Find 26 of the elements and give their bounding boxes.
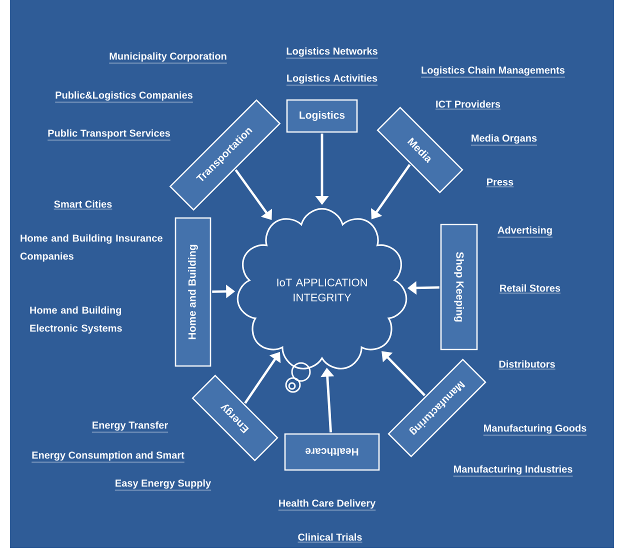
underlined-label: Energy Consumption and Smart <box>31 451 185 462</box>
category-box: Shop Keeping <box>440 224 478 350</box>
arrow <box>234 169 272 220</box>
underlined-label: Easy Energy Supply <box>114 479 212 490</box>
category-box: Healthcare <box>284 433 380 471</box>
underlined-label: Press <box>486 178 514 188</box>
underlined-label: Distributors <box>498 360 556 370</box>
category-box: Home and Building <box>174 217 212 367</box>
underlined-label: Logistics Activities <box>286 74 378 86</box>
underlined-label: Home and Building Insurance Companies <box>20 234 162 262</box>
underlined-label: Health Care Delivery <box>278 499 376 510</box>
underlined-label: Public Transport Services <box>47 129 171 140</box>
underlined-label: Media Organs <box>470 134 538 146</box>
underlined-label: Smart Cities <box>54 200 112 210</box>
underlined-label: Clinical Trials <box>298 533 362 542</box>
underlined-label: ICT Providers <box>435 100 501 110</box>
underlined-label: Home and Building Electronic Systems <box>30 306 122 334</box>
underlined-label: Advertising <box>497 226 553 238</box>
underlined-label: Logistics Chain Managements <box>420 66 566 78</box>
underlined-label: Manufacturing Industries <box>453 465 573 476</box>
underlined-label: Municipality Corporation <box>108 52 228 64</box>
underlined-label: Retail Stores <box>499 284 561 294</box>
category-box: Logistics <box>286 99 358 133</box>
underlined-label: Logistics Networks <box>286 47 378 58</box>
arrow <box>382 351 426 396</box>
underlined-label: Energy Transfer <box>92 421 168 432</box>
